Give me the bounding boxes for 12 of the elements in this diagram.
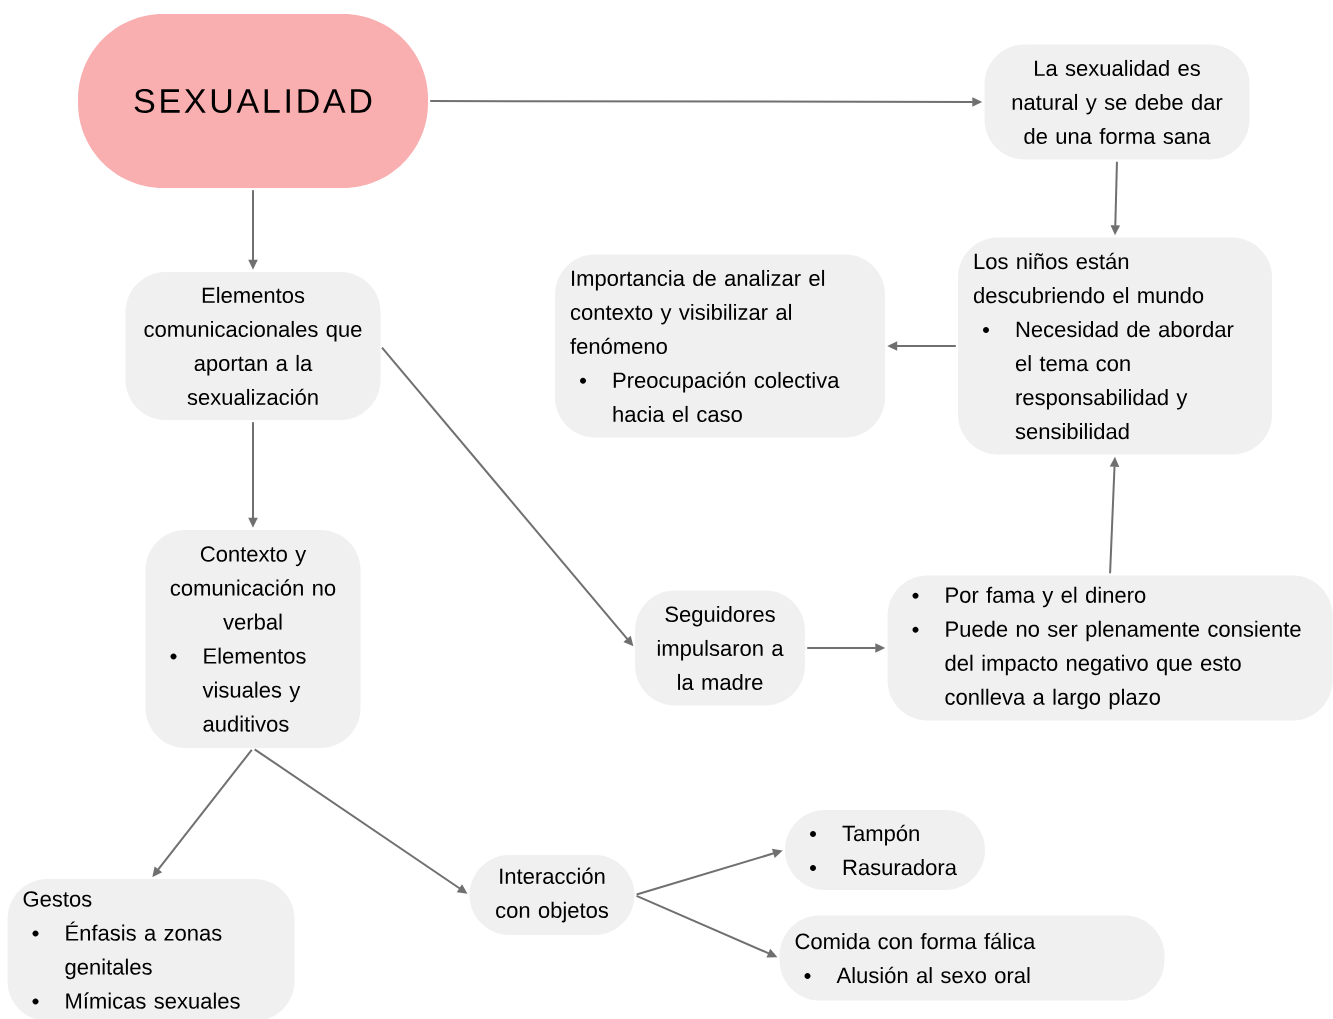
concept-box: La sexualidad es natural y se debe dar de una forma sana [984, 44, 1250, 160]
concept-box: Los niños están descubriendo el mundo Necesidad de abordar el tema con responsabilidad y sensibilidad [958, 237, 1272, 455]
concept-box: Contexto y comunicación no verbal Elementos visuales y auditivos [145, 530, 361, 748]
concept-box: Tampón Rasuradora [785, 810, 985, 890]
concept-box: Seguidores impulsaron a la madre [635, 590, 805, 706]
concept-box: Por fama y el dinero Puede no ser plenamente consiente del impacto negativo que esto conlleva a largo plazo [887, 575, 1333, 721]
concept-box: Comida con forma fálica Alusión al sexo oral [779, 915, 1165, 1001]
concept-box: Elementos comunicacionales que aportan a la sexualización [125, 272, 381, 420]
concept-box: Importancia de analizar el contexto y visibilizar al fenómeno Preocupación colectiva hacia el caso [555, 254, 885, 438]
concept-box: Gestos Énfasis a zonas genitales Mímicas sexuales [7, 879, 295, 1019]
concept-box: Interacción con objetos [469, 855, 635, 935]
rounded-title-box: SEXUALIDAD [78, 14, 428, 188]
